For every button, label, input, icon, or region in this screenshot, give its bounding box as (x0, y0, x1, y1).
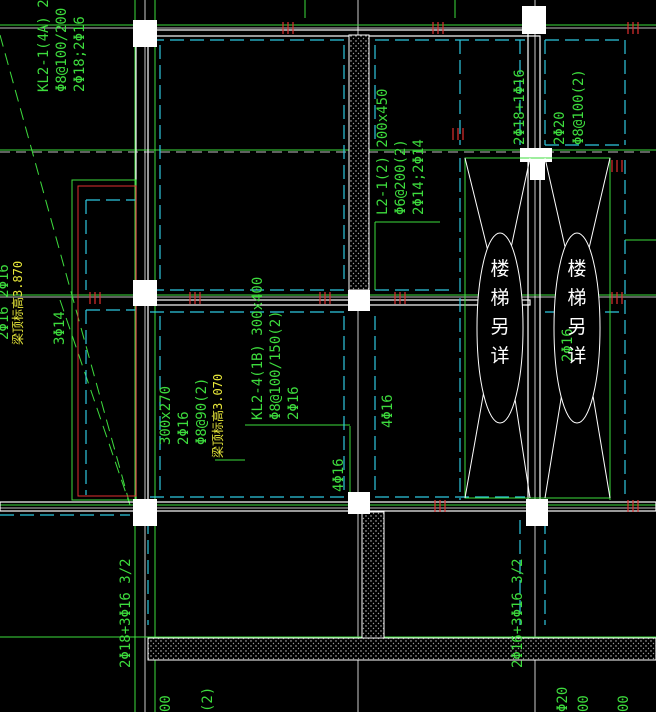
bottom-edge-2: (2) (200, 687, 216, 712)
kl2-1-line-1: KL2-1(4A) 2 (36, 0, 52, 92)
l2-1-line-3: 2Φ14;2Φ14 (411, 139, 427, 215)
kl2-4-line-3: 2Φ16 (286, 386, 302, 420)
top-right-stirrup-1: 2Φ20 (552, 111, 568, 145)
diagonal-line-2 (59, 299, 131, 506)
beam-left-col (135, 35, 149, 503)
diagonal-dashed-lines (0, 34, 131, 506)
section-ticks (89, 22, 639, 512)
left-wall-outline (71, 179, 137, 501)
left-wall-green (71, 179, 137, 501)
stair-note-right: 楼梯另详 (567, 258, 586, 367)
stair-note-label: 楼梯另详 (490, 258, 509, 367)
left-wall-red (77, 185, 137, 497)
bottom-edge-5: 00 (616, 695, 632, 712)
columns (133, 6, 552, 526)
left-partial-rebar: 2Φ16 2Φ16 (0, 264, 12, 340)
top-right-stirrup-2: Φ8@100(2) (571, 69, 587, 145)
column-marker (133, 499, 157, 526)
stair-ellipse (476, 232, 524, 424)
column-marker (522, 6, 546, 34)
small-beam-elevation: 梁顶标高3.070 (210, 374, 225, 458)
column-marker (133, 20, 157, 47)
column-marker (133, 280, 157, 306)
right-2phi16: 2Φ16 (560, 328, 576, 362)
section-tick (394, 292, 406, 304)
section-tick (319, 292, 331, 304)
hatched-wall-vertical-top (348, 34, 370, 291)
stair-note-label: 楼梯另详 (567, 258, 586, 367)
mid-4phi16-a: 4Φ16 (331, 458, 347, 492)
stair-outline (464, 157, 611, 499)
rebar-lines (0, 39, 626, 625)
section-tick (189, 292, 201, 304)
left-3phi14: 3Φ14 (52, 311, 68, 345)
beam-bottom-main (0, 501, 656, 512)
section-tick (452, 128, 464, 140)
bottom-edge-3: Φ20 (555, 687, 571, 712)
beam-outlines (0, 29, 656, 512)
section-tick (432, 22, 444, 34)
section-tick (611, 160, 623, 172)
section-tick (89, 292, 101, 304)
column-marker (348, 290, 370, 311)
stair-note-left: 楼梯另详 (490, 258, 509, 367)
l2-1-line-1: L2-1(2) 200x450 (375, 89, 391, 215)
section-tick (434, 500, 446, 512)
hatched-wall-vertical-bottom (361, 511, 385, 639)
mid-4phi16-b: 4Φ16 (380, 394, 396, 428)
kl2-1-line-3: 2Φ18;2Φ16 (72, 16, 88, 92)
left-elevation: 梁顶标高3.870 (10, 261, 25, 345)
stair-ellipse (553, 232, 601, 424)
hatched-walls (147, 34, 656, 661)
stair-area (464, 157, 611, 499)
top-right-beam-label: 2Φ18+1Φ16 (512, 69, 528, 145)
kl2-1-line-2: Φ8@100/200 (54, 8, 70, 92)
bottom-edge-1: 00 (158, 695, 174, 712)
kl2-4-line-2: Φ8@100/150(2) (268, 310, 284, 420)
beam-top (147, 29, 529, 37)
small-beam-size: 300x270 (158, 386, 174, 445)
column-marker (526, 499, 548, 526)
diagonal-line-1 (0, 34, 131, 506)
section-tick (282, 22, 294, 34)
section-tick (627, 500, 639, 512)
l2-1-line-2: Φ6@200(2) (393, 139, 409, 215)
hatched-wall-horizontal (147, 637, 656, 661)
bottom-edge-4: 00 (576, 695, 592, 712)
section-tick (611, 292, 623, 304)
bottom-right-long: 2Φ16+3Φ16 3/2 (510, 558, 526, 668)
small-beam-stirrup: Φ8@90(2) (194, 378, 210, 445)
column-marker (520, 148, 552, 180)
beam-right-col (527, 35, 541, 503)
bottom-left-long: 2Φ18+3Φ16 3/2 (118, 558, 134, 668)
column-marker (348, 492, 370, 514)
small-beam-rebar: 2Φ16 (176, 411, 192, 445)
section-tick (627, 22, 639, 34)
kl2-4-line-1: KL2-4(1B) 300x400 (250, 277, 266, 420)
annotations: KL2-1(4A) 2 Φ8@100/200 2Φ18;2Φ16 2Φ18+1Φ… (0, 0, 632, 712)
